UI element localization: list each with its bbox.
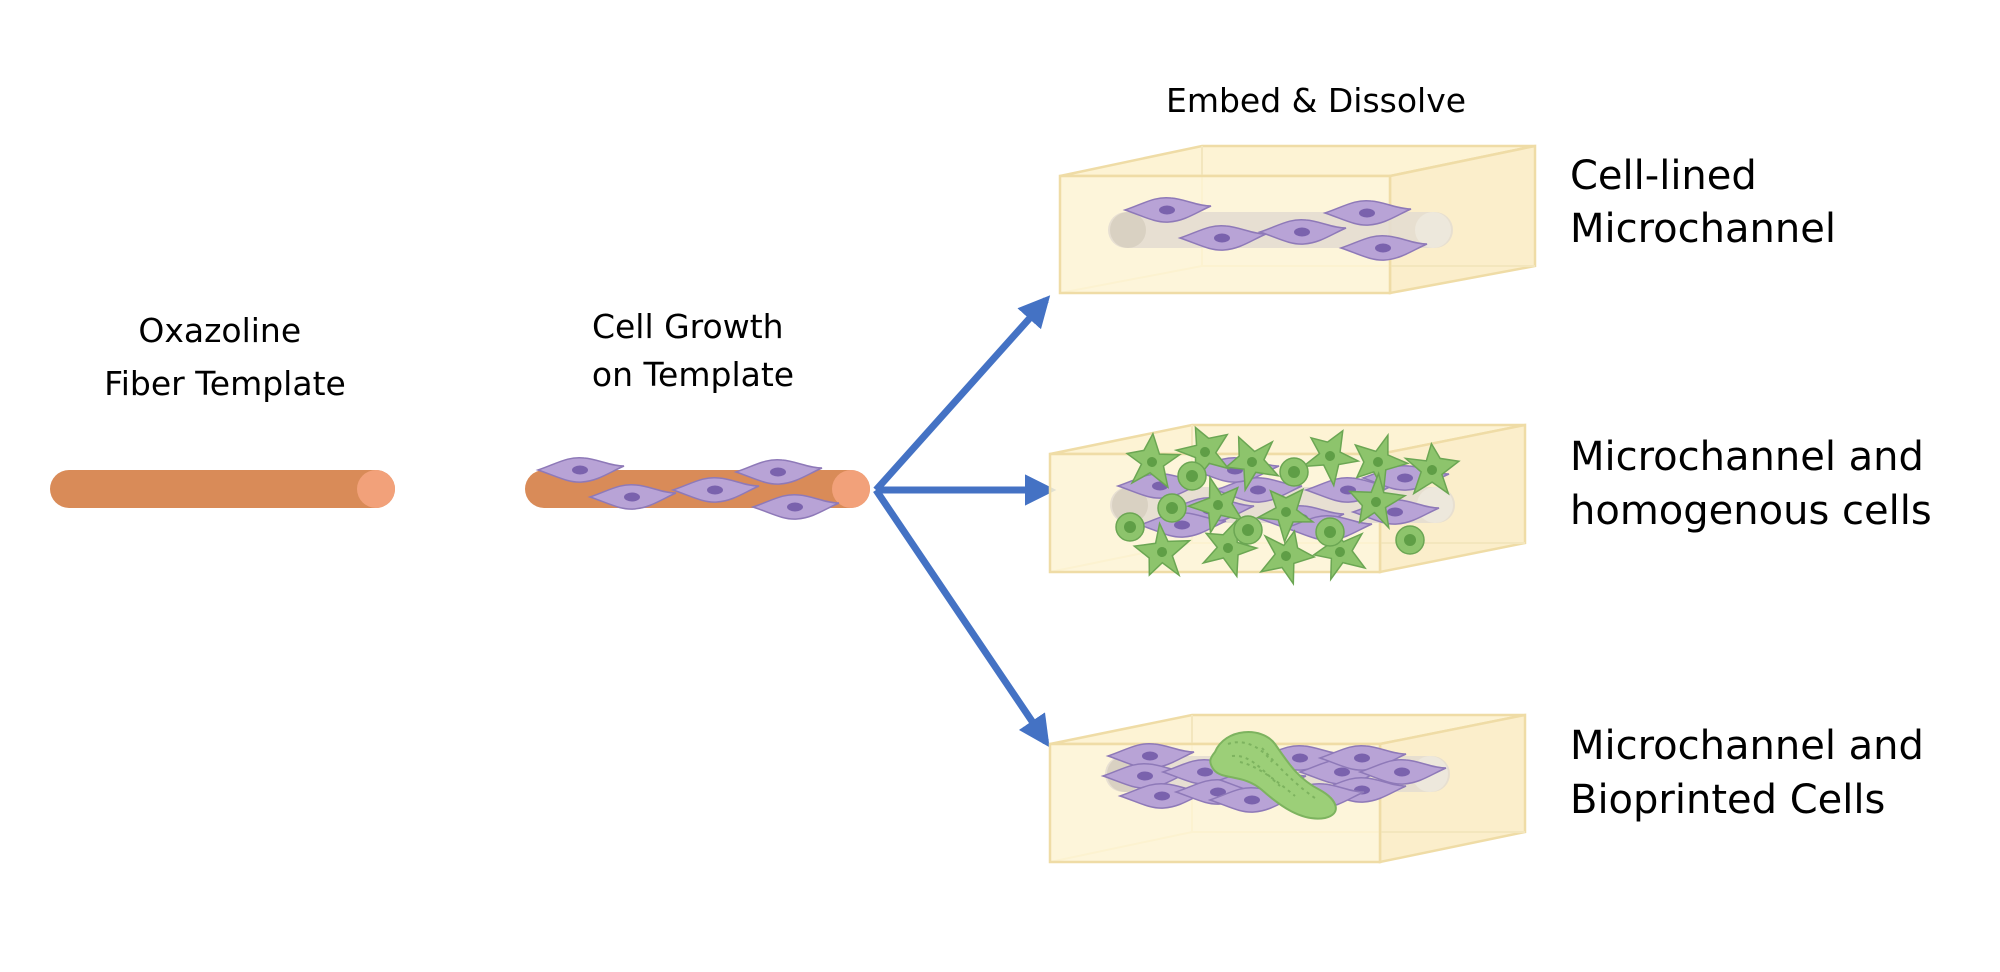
cell-growth-label: Cell Growth on Template xyxy=(592,307,794,394)
green-round-cell xyxy=(1315,517,1345,547)
bioprinted-strand xyxy=(1209,731,1337,820)
green-round-cell xyxy=(1279,457,1309,487)
bioprinted-cells-label: Microchannel and Bioprinted Cells xyxy=(1570,723,1937,823)
arrow-to-cell-lined xyxy=(873,295,1051,493)
cell-lined-label: Cell-lined Microchannel xyxy=(1570,153,1836,252)
gel-block-bioprinted xyxy=(1048,713,1527,864)
gel-block-homogenous xyxy=(1048,414,1527,588)
green-round-cell xyxy=(1233,515,1263,545)
branch-arrows xyxy=(873,295,1057,748)
homogenous-cells-label: Microchannel and homogenous cells xyxy=(1570,434,1937,534)
fiber-template-label: Oxazoline Fiber Template xyxy=(104,311,346,403)
embed-dissolve-label: Embed & Dissolve xyxy=(1166,81,1466,120)
fiber-with-cells xyxy=(525,456,870,520)
green-round-cell xyxy=(1177,461,1207,491)
green-round-cell xyxy=(1157,493,1187,523)
oxazoline-fiber xyxy=(50,470,395,508)
arrow-to-bioprinted xyxy=(873,488,1050,748)
gel-block-cell-lined xyxy=(1058,144,1537,295)
green-round-cell xyxy=(1395,525,1425,555)
green-round-cell xyxy=(1115,512,1145,542)
